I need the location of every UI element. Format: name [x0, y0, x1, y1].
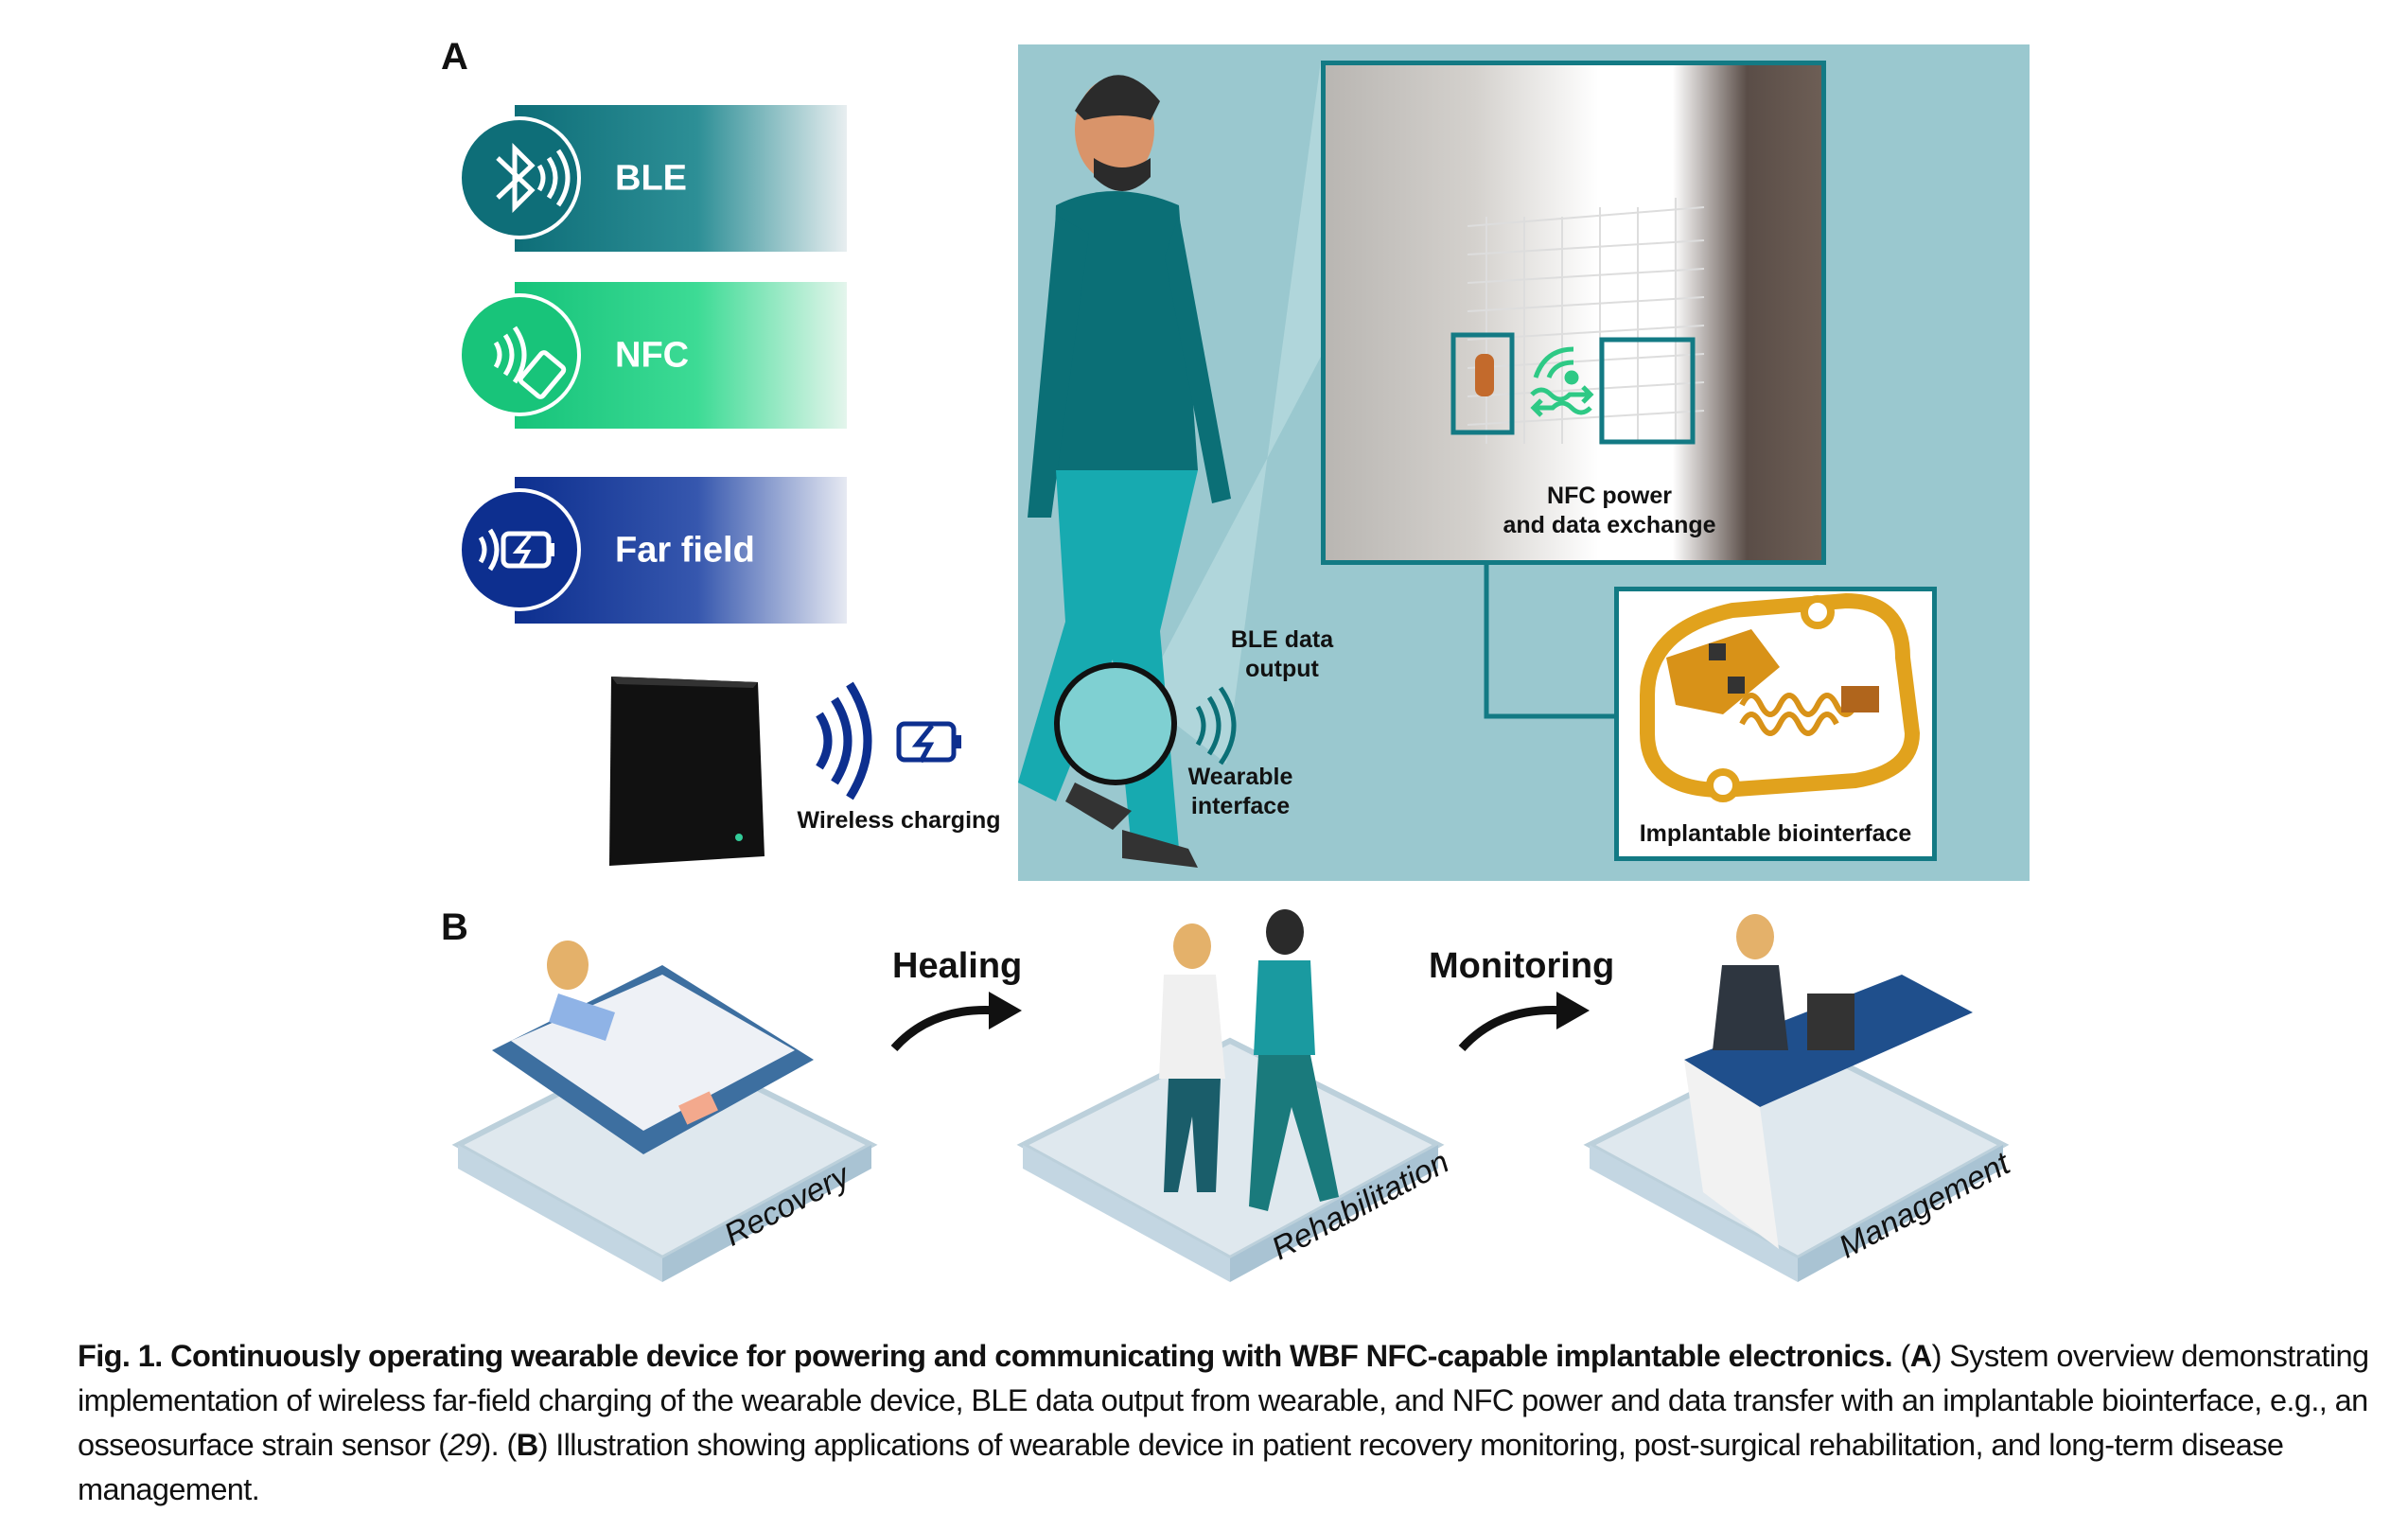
implant-highlight-box	[1450, 332, 1515, 435]
nfc-banner: NFC	[458, 282, 847, 429]
healing-arrow	[890, 1006, 999, 1052]
rehabilitation-scene	[1016, 909, 1445, 1282]
far-field-banner: Far field	[458, 477, 847, 624]
wireless-charging-waves-icon	[816, 681, 872, 800]
zoom-cone	[1018, 61, 1614, 868]
panel-b-label: B	[441, 906, 468, 948]
caption-title: Fig. 1. Continuously operating wearable …	[78, 1339, 1893, 1373]
bluetooth-icon	[458, 116, 581, 239]
monitoring-label: Monitoring	[1429, 946, 1615, 986]
battery-charging-icon	[896, 721, 961, 764]
wearable-coil-highlight-box	[1599, 337, 1696, 445]
nfc-exchange-label: NFC power and data exchange	[1503, 483, 1716, 538]
caption-a-ref: A	[1909, 1339, 1932, 1373]
caption-b-ref: B	[516, 1428, 538, 1462]
far-field-charger-illustration	[609, 677, 872, 866]
ble-label: BLE	[615, 158, 687, 198]
caption-citation: 29	[448, 1428, 482, 1462]
caption-a-text: System overview demonstrating implementa…	[78, 1339, 2369, 1462]
implantable-biointerface-illustration	[1640, 592, 1921, 802]
caption-b-text: Illustration showing applications of wea…	[78, 1428, 2284, 1506]
nfc-exchange-icon	[1530, 346, 1594, 417]
caption-a-end: ).	[481, 1428, 500, 1462]
wearable-mesh	[1467, 198, 1705, 444]
ble-banner: BLE	[458, 105, 847, 252]
nfc-icon	[458, 293, 581, 416]
leg-inset-illustration: NFC power and data exchange	[1321, 61, 1826, 565]
ble-output-waves-icon	[1195, 686, 1237, 765]
healing-label: Healing	[892, 946, 1023, 986]
wireless-charging-label: Wireless charging	[797, 807, 1001, 834]
far-field-charging-icon	[458, 488, 581, 611]
implantable-biointerface-label: Implantable biointerface	[1639, 820, 1912, 847]
panel-a-label: A	[441, 36, 468, 78]
far-field-label: Far field	[615, 530, 755, 570]
nfc-label: NFC	[615, 335, 690, 375]
application-scenes	[451, 909, 2010, 1282]
implant-box: Implantable biointerface	[1614, 587, 1937, 861]
recovery-scene	[451, 941, 878, 1282]
figure-caption: Fig. 1. Continuously operating wearable …	[78, 1339, 2369, 1506]
wearable-interface-label: Wearable interface	[1187, 764, 1293, 819]
monitoring-arrow	[1458, 1006, 1567, 1052]
ble-data-output-label: BLE data output	[1230, 626, 1334, 682]
wearable-interface-marker	[1054, 662, 1177, 785]
management-scene	[1583, 914, 2010, 1282]
